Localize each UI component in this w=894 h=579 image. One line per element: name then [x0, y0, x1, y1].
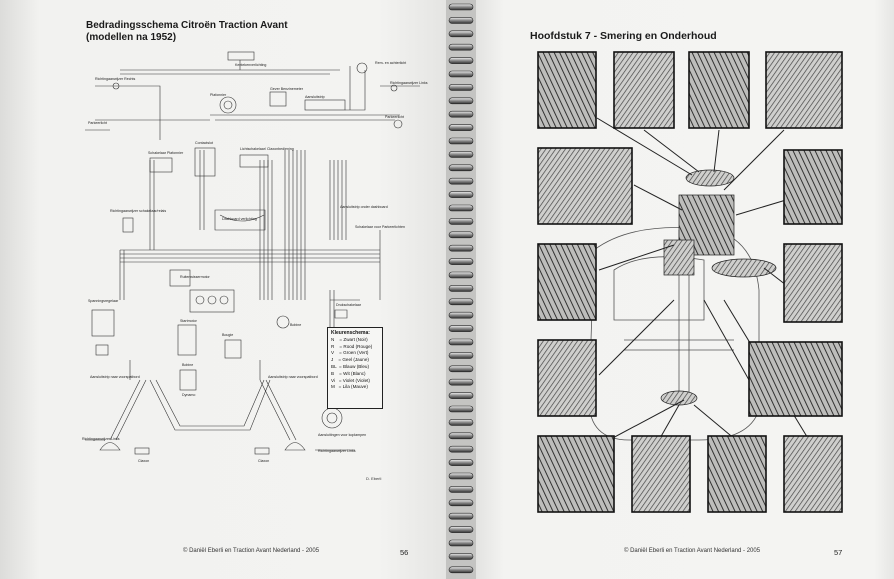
spiral-binding — [446, 0, 476, 579]
svg-text:Drukschakelaar: Drukschakelaar — [336, 303, 362, 307]
lubrication-illustration — [537, 51, 843, 513]
spiral-coil — [448, 352, 474, 359]
svg-text:Richtingaanwijzer Links: Richtingaanwijzer Links — [318, 449, 356, 453]
svg-text:Richtingaanwijzer schakelaar/r: Richtingaanwijzer schakelaar/relais — [110, 209, 166, 213]
legend-entry: B = Wit (Blanc) — [331, 370, 366, 376]
svg-text:Richtingaanwijzer Rechts: Richtingaanwijzer Rechts — [95, 77, 136, 81]
svg-text:Ruitenwissermotor: Ruitenwissermotor — [180, 275, 211, 279]
spiral-coil — [448, 459, 474, 466]
spiral-coil — [448, 30, 474, 38]
spiral-coil — [448, 204, 474, 212]
color-legend: Kleurenschema: N = Zwart (Noir) R = Rood… — [327, 327, 383, 409]
spiral-coil — [448, 164, 474, 172]
spiral-coil — [448, 17, 474, 24]
left-page: Bedradingsschema Citroën Traction Avant … — [0, 0, 448, 579]
legend-entry: J = Geel (Jaune) — [331, 357, 369, 363]
legend-heading: Kleurenschema: — [331, 330, 370, 336]
svg-text:Aansluitstrip onder dashboard: Aansluitstrip onder dashboard — [340, 205, 388, 209]
spiral-coil — [448, 338, 474, 346]
spiral-coil — [448, 70, 474, 78]
left-footer: © Daniël Eberli en Traction Avant Nederl… — [183, 548, 320, 554]
spiral-coil — [448, 432, 474, 440]
spiral-coil — [448, 325, 474, 332]
spiral-coil — [448, 419, 474, 426]
spiral-coil — [448, 285, 474, 292]
spiral-coil — [448, 365, 474, 373]
svg-text:Plafonnier: Plafonnier — [210, 93, 227, 97]
spiral-coil — [448, 553, 474, 560]
spiral-coil — [448, 566, 474, 574]
spiral-coil — [448, 405, 474, 413]
svg-text:Gever Benzinemeter: Gever Benzinemeter — [270, 87, 304, 91]
svg-text:Bobine: Bobine — [182, 363, 193, 367]
legend-entry: BL = Blauw (Bleu) — [331, 363, 370, 369]
spiral-coil — [448, 124, 474, 131]
spiral-coil — [448, 499, 474, 507]
spiral-coil — [448, 110, 474, 118]
spiral-coil — [448, 137, 474, 145]
spiral-coil — [448, 298, 474, 306]
spiral-coil — [448, 271, 474, 279]
legend-entry: N = Zwart (Noir) — [331, 336, 368, 342]
svg-text:Richtingaanwijzer Links: Richtingaanwijzer Links — [390, 81, 428, 85]
legend-entry: V = Groen (Vert) — [331, 350, 369, 356]
svg-text:Schakelaar voor Parkeerlichten: Schakelaar voor Parkeerlichten — [355, 225, 405, 229]
chapter-title: Hoofdstuk 7 - Smering en Onderhoud — [530, 30, 717, 42]
left-page-number: 56 — [400, 548, 409, 557]
svg-text:Spanningsregelaar: Spanningsregelaar — [88, 299, 119, 303]
svg-text:Schakelaar Plafonnier: Schakelaar Plafonnier — [148, 151, 184, 155]
spiral-coil — [448, 526, 474, 533]
svg-text:Claxon: Claxon — [138, 459, 149, 463]
right-page: Hoofdstuk 7 - Smering en Onderhoud — [474, 0, 894, 579]
spiral-coil — [448, 3, 474, 11]
svg-text:Dynamo: Dynamo — [182, 393, 195, 397]
right-footer: © Daniël Eberli en Traction Avant Nederl… — [624, 548, 761, 554]
svg-text:Lichtschakelaar/ Claxonbedieni: Lichtschakelaar/ Claxonbediening — [240, 147, 294, 151]
svg-text:Bougie: Bougie — [222, 333, 233, 337]
svg-text:Rem- en achterlicht: Rem- en achterlicht — [375, 61, 406, 65]
spiral-coil — [448, 191, 474, 198]
wiring-diagram: Kentekenverlichting Richtingaanwijzer Re… — [82, 51, 428, 463]
svg-text:Dashboard verlichting: Dashboard verlichting — [222, 217, 257, 221]
spiral-coil — [448, 472, 474, 480]
spiral-coil — [448, 151, 474, 158]
svg-text:Richtingaanwijzer Links: Richtingaanwijzer Links — [82, 437, 120, 441]
diagram-credit: D. Eberli — [366, 476, 382, 481]
spiral-coil — [448, 512, 474, 520]
spiral-coil — [448, 486, 474, 493]
spiral-coil — [448, 231, 474, 239]
spiral-coil — [448, 244, 474, 252]
spiral-coil — [448, 311, 474, 319]
svg-text:Kentekenverlichting: Kentekenverlichting — [235, 63, 266, 67]
legend-entry: M = Lila (Mauve) — [331, 384, 368, 390]
svg-text:Claxon: Claxon — [258, 459, 269, 463]
svg-text:Startmotor: Startmotor — [180, 319, 198, 323]
legend-entry: R = Rood (Rouge) — [331, 343, 373, 349]
spiral-coil — [448, 445, 474, 453]
spiral-coil — [448, 539, 474, 547]
spiral-coil — [448, 43, 474, 51]
wiring-diagram-title: Bedradingsschema Citroën Traction Avant … — [86, 20, 288, 43]
svg-text:Bobine: Bobine — [290, 323, 301, 327]
spiral-coil — [448, 57, 474, 64]
svg-text:Aansluitstrip: Aansluitstrip — [305, 95, 325, 99]
svg-text:Parkeerlicht: Parkeerlicht — [88, 121, 107, 125]
spiral-coil — [448, 258, 474, 265]
spiral-coil — [448, 378, 474, 386]
spiral-coil — [448, 177, 474, 185]
right-page-number: 57 — [834, 548, 843, 557]
legend-entry: Vi = Violet (Violet) — [331, 377, 370, 383]
svg-text:Aansluitingen voor koplampen: Aansluitingen voor koplampen — [318, 433, 366, 437]
spiral-coil — [448, 218, 474, 225]
svg-text:Contactslot: Contactslot — [195, 141, 213, 145]
svg-text:Aansluitstrip naar voorspatbor: Aansluitstrip naar voorspatbord — [90, 375, 140, 379]
spiral-coil — [448, 97, 474, 105]
spiral-coil — [448, 84, 474, 91]
svg-text:Aansluitstrip naar voorspatbor: Aansluitstrip naar voorspatbord — [268, 375, 318, 379]
svg-text:Parkeerlicht: Parkeerlicht — [385, 115, 404, 119]
spiral-coil — [448, 392, 474, 399]
